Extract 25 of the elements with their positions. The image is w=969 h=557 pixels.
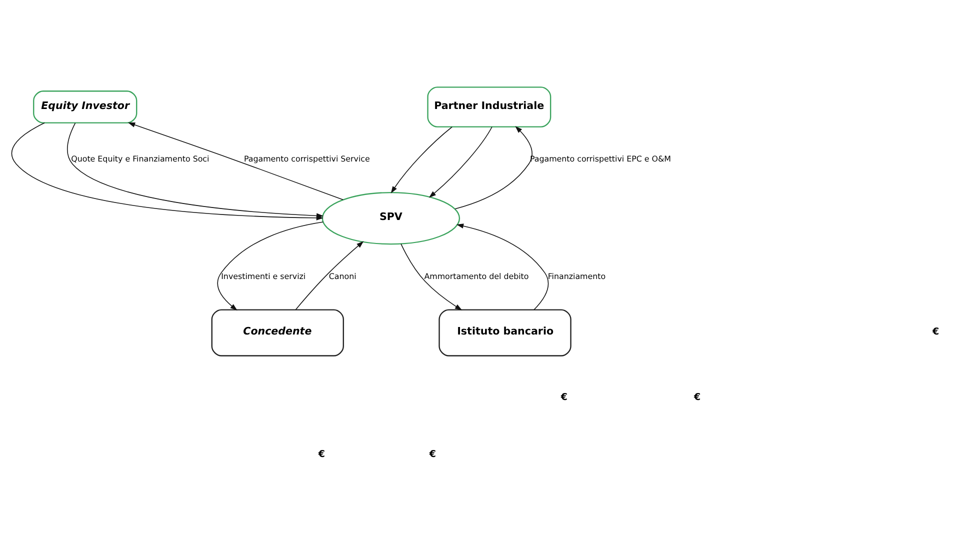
- arrow: [390, 126, 453, 194]
- label: €: [694, 392, 701, 404]
- arrow: [295, 241, 364, 310]
- arrow: [454, 126, 532, 210]
- label: €: [318, 449, 326, 460]
- arrow: [67, 122, 324, 218]
- label: €: [429, 449, 436, 460]
- arrow: [428, 126, 492, 198]
- edge-label: Canoni: [328, 272, 356, 281]
- edge-label: Quote Equity e Finanziamento Soci: [71, 154, 210, 164]
- edge-label: Investimenti e servizi: [221, 272, 306, 281]
- edge-label: Pagamento corrispettivi Service: [244, 154, 370, 164]
- arrow: [217, 222, 324, 310]
- arrow: [400, 244, 462, 310]
- node-box: Partner Industriale: [427, 86, 552, 128]
- label: €: [932, 326, 940, 338]
- edge-label: Ammortamento del debito: [424, 272, 529, 281]
- node-box: Istituto bancario: [438, 309, 572, 356]
- node-box: Equity Investor: [33, 90, 138, 124]
- node-box: Concedente: [211, 309, 344, 356]
- arrow: [128, 122, 344, 200]
- label: €: [560, 392, 568, 404]
- edge-label: Finanziamento: [548, 272, 606, 281]
- arrow: [456, 224, 549, 310]
- edge-label: Pagamento corrispettivi EPC e O&M: [530, 154, 672, 164]
